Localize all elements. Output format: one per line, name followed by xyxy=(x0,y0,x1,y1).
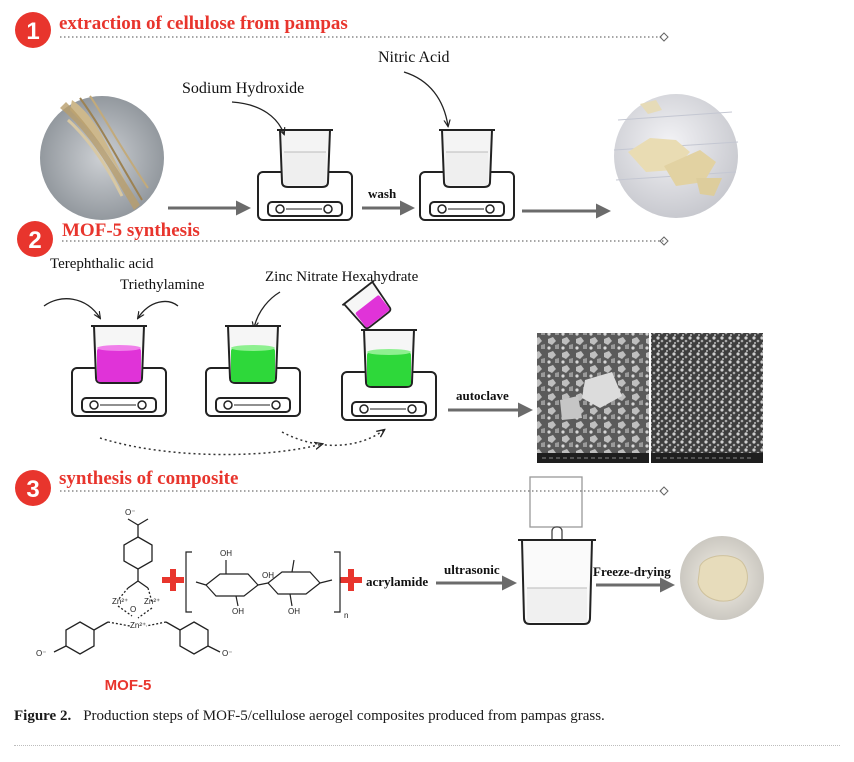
zinc-nitrate-label: Zinc Nitrate Hexahydrate xyxy=(265,269,419,285)
oh-label-3: OH xyxy=(262,571,274,580)
sem-image-left xyxy=(537,333,649,463)
zinc-nitrate-arrow xyxy=(254,291,281,328)
figure-label: Figure 2. xyxy=(14,708,72,724)
mof-o-top: O⁻ xyxy=(125,508,135,517)
terephthalic-label: Terephthalic acid xyxy=(50,256,154,272)
hotplate-beaker-green xyxy=(205,325,301,417)
step1-rule-end xyxy=(659,32,669,42)
mof-o-left: O⁻ xyxy=(36,649,46,658)
acrylamide-label: acrylamide xyxy=(366,574,428,589)
figure-caption-text: Production steps of MOF-5/cellulose aero… xyxy=(83,708,605,724)
pouring-beaker xyxy=(341,279,392,330)
plus-icon-1 xyxy=(162,569,184,591)
dotted-arrow-1 xyxy=(99,437,322,456)
step3-badge xyxy=(15,470,51,506)
step2-number: 2 xyxy=(28,227,41,254)
hotplate-beaker-mixing xyxy=(341,329,437,421)
figure-caption: Figure 2. Production steps of MOF-5/cellu… xyxy=(14,708,605,725)
triethylamine-arrow xyxy=(138,300,179,318)
dotted-arrow-2 xyxy=(281,430,384,447)
ultrasonic-label: ultrasonic xyxy=(444,562,500,577)
mof-o-right: O⁻ xyxy=(222,649,232,658)
aerogel-photo xyxy=(680,536,764,620)
pampas-grass-photo xyxy=(40,95,164,220)
sem-image-right xyxy=(651,333,763,463)
mof5-atom-labels: O⁻ Zn²⁺ Zn²⁺ O Zn²⁺ O⁻ O⁻ xyxy=(36,508,232,658)
bottom-divider xyxy=(14,745,840,746)
triethylamine-label: Triethylamine xyxy=(120,277,205,293)
nitric-arrow xyxy=(403,71,448,126)
oh-label-4: OH xyxy=(288,607,300,616)
oh-label-1: OH xyxy=(220,549,232,558)
cellulose-labels: OH OH OH OH n xyxy=(220,549,348,620)
hotplate-beaker-naoh xyxy=(257,129,353,221)
wash-label: wash xyxy=(368,186,397,201)
mof-o-core: O xyxy=(130,605,136,614)
naoh-label: Sodium Hydroxide xyxy=(182,80,304,97)
terephthalic-arrow xyxy=(43,298,100,318)
step3-rule-end xyxy=(659,486,669,496)
cellulose-photo xyxy=(613,94,739,218)
step1-badge xyxy=(15,12,51,48)
step2-badge xyxy=(17,221,53,257)
mof5-label: MOF-5 xyxy=(105,677,152,694)
mof-zn-b: Zn²⁺ xyxy=(144,597,160,606)
n-subscript: n xyxy=(344,611,348,620)
step2-title: MOF-5 synthesis xyxy=(62,220,200,241)
step3-title: synthesis of composite xyxy=(59,468,238,489)
oh-label-2: OH xyxy=(232,607,244,616)
step1-header: 1 extraction of cellulose from pampas xyxy=(15,12,669,48)
step3-header: 3 synthesis of composite xyxy=(15,468,669,506)
freeze-drying-label: Freeze-drying xyxy=(593,564,671,579)
cellulose-structure xyxy=(185,551,341,613)
step1-title: extraction of cellulose from pampas xyxy=(59,13,348,34)
step3-number: 3 xyxy=(26,476,39,503)
mof-zn-c: Zn²⁺ xyxy=(130,621,146,630)
mof5-structure xyxy=(53,518,221,655)
naoh-arrow xyxy=(231,101,284,134)
autoclave-label: autoclave xyxy=(456,388,509,403)
step2-rule-end xyxy=(659,236,669,246)
nitric-label: Nitric Acid xyxy=(378,49,450,66)
hotplate-beaker-magenta xyxy=(71,325,167,417)
step2-header: 2 MOF-5 synthesis xyxy=(17,220,669,257)
plus-icon-2 xyxy=(340,569,362,591)
mof-zn-a: Zn²⁺ xyxy=(112,597,128,606)
ultrasonic-beaker xyxy=(518,476,596,625)
step1-number: 1 xyxy=(26,18,39,45)
hotplate-beaker-nitric xyxy=(419,129,515,221)
